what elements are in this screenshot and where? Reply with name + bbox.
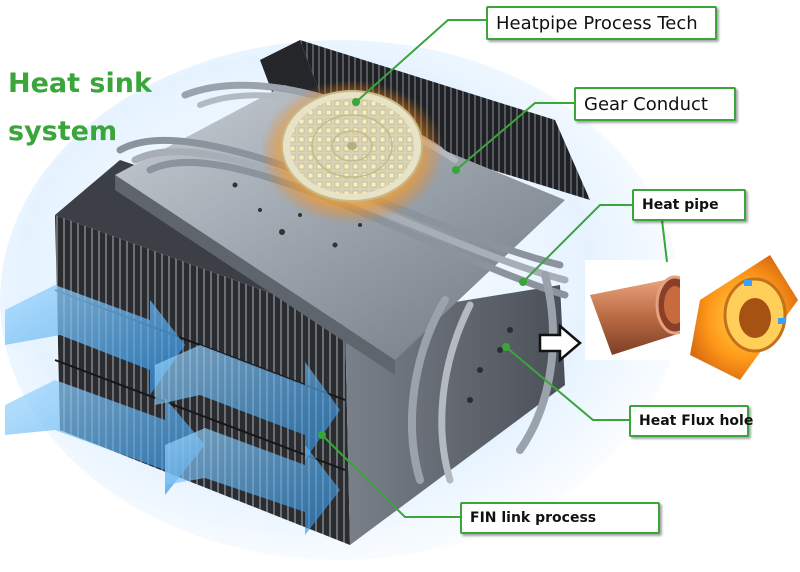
callout-heat-flux-hole: Heat Flux hole xyxy=(629,405,753,437)
copper-pipe-photo xyxy=(585,260,695,360)
airflow-arrows xyxy=(5,285,340,535)
title-line-2: system xyxy=(8,116,118,147)
callout-heatpipe-process: Heatpipe Process Tech xyxy=(486,6,717,40)
leader-lines xyxy=(321,19,668,518)
heat-pipe-cross-section-photo xyxy=(680,250,798,385)
arrow-to-photo-icon xyxy=(538,323,582,363)
callout-heat-pipe: Heat pipe xyxy=(632,189,746,221)
leader-dots xyxy=(318,98,527,439)
callout-gear-conduct: Gear Conduct xyxy=(574,87,736,121)
title-line-1: Heat sink xyxy=(8,68,152,99)
callout-fin-link-process: FIN link process xyxy=(460,502,660,534)
led-module xyxy=(260,80,444,224)
